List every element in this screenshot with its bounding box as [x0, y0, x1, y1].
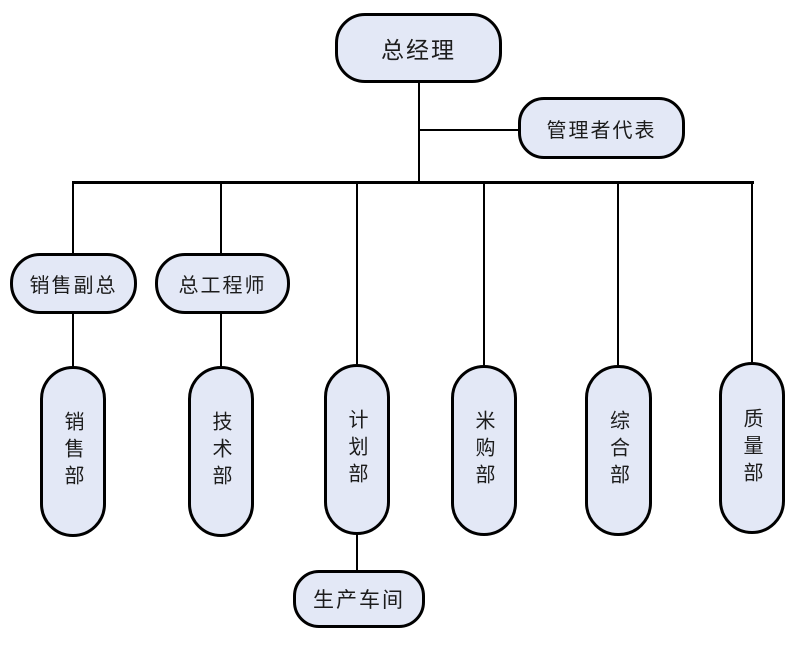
node-sales-vp: 销售副总: [10, 253, 137, 314]
connector-bus-general-affairs-dept: [617, 181, 619, 365]
node-general-manager: 总经理: [335, 13, 502, 83]
connector-sales-vp-sales-dept: [72, 314, 74, 367]
node-planning-dept: 计划部: [324, 364, 390, 535]
node-management-representative-label: 管理者代表: [546, 117, 657, 142]
node-quality-dept: 质量部: [719, 362, 785, 534]
node-purchasing-dept: 米购部: [451, 365, 517, 536]
connector-bus-planning-dept: [356, 181, 358, 364]
node-management-representative: 管理者代表: [518, 97, 685, 159]
node-production-workshop: 生产车间: [293, 570, 425, 628]
node-sales-dept-label: 销售部: [61, 411, 85, 492]
node-technology-dept-label: 技术部: [209, 411, 233, 492]
connector-chief-engineer-technology-dept: [220, 314, 222, 367]
connector-gm-trunk: [418, 83, 420, 183]
node-chief-engineer: 总工程师: [155, 253, 290, 314]
connector-planning-dept-production-workshop: [356, 533, 358, 571]
connector-bus-quality-dept: [751, 181, 753, 362]
connector-gm-management-rep: [418, 129, 520, 131]
node-sales-vp-label: 销售副总: [29, 273, 118, 297]
node-purchasing-dept-label: 米购部: [472, 410, 496, 491]
connector-bus-purchasing-dept: [483, 181, 485, 365]
node-planning-dept-label: 计划部: [345, 409, 369, 490]
node-technology-dept: 技术部: [188, 366, 254, 537]
node-quality-dept-label: 质量部: [740, 407, 764, 489]
node-general-manager-label: 总经理: [381, 38, 456, 64]
node-chief-engineer-label: 总工程师: [178, 273, 267, 297]
node-general-affairs-dept-label: 综合部: [606, 410, 631, 491]
connector-horizontal-bus: [72, 181, 754, 184]
connector-bus-sales-vp: [72, 181, 74, 253]
node-sales-dept: 销售部: [40, 366, 106, 537]
connector-bus-chief-engineer: [220, 181, 222, 253]
node-general-affairs-dept: 综合部: [585, 365, 652, 536]
node-production-workshop-label: 生产车间: [313, 588, 405, 612]
